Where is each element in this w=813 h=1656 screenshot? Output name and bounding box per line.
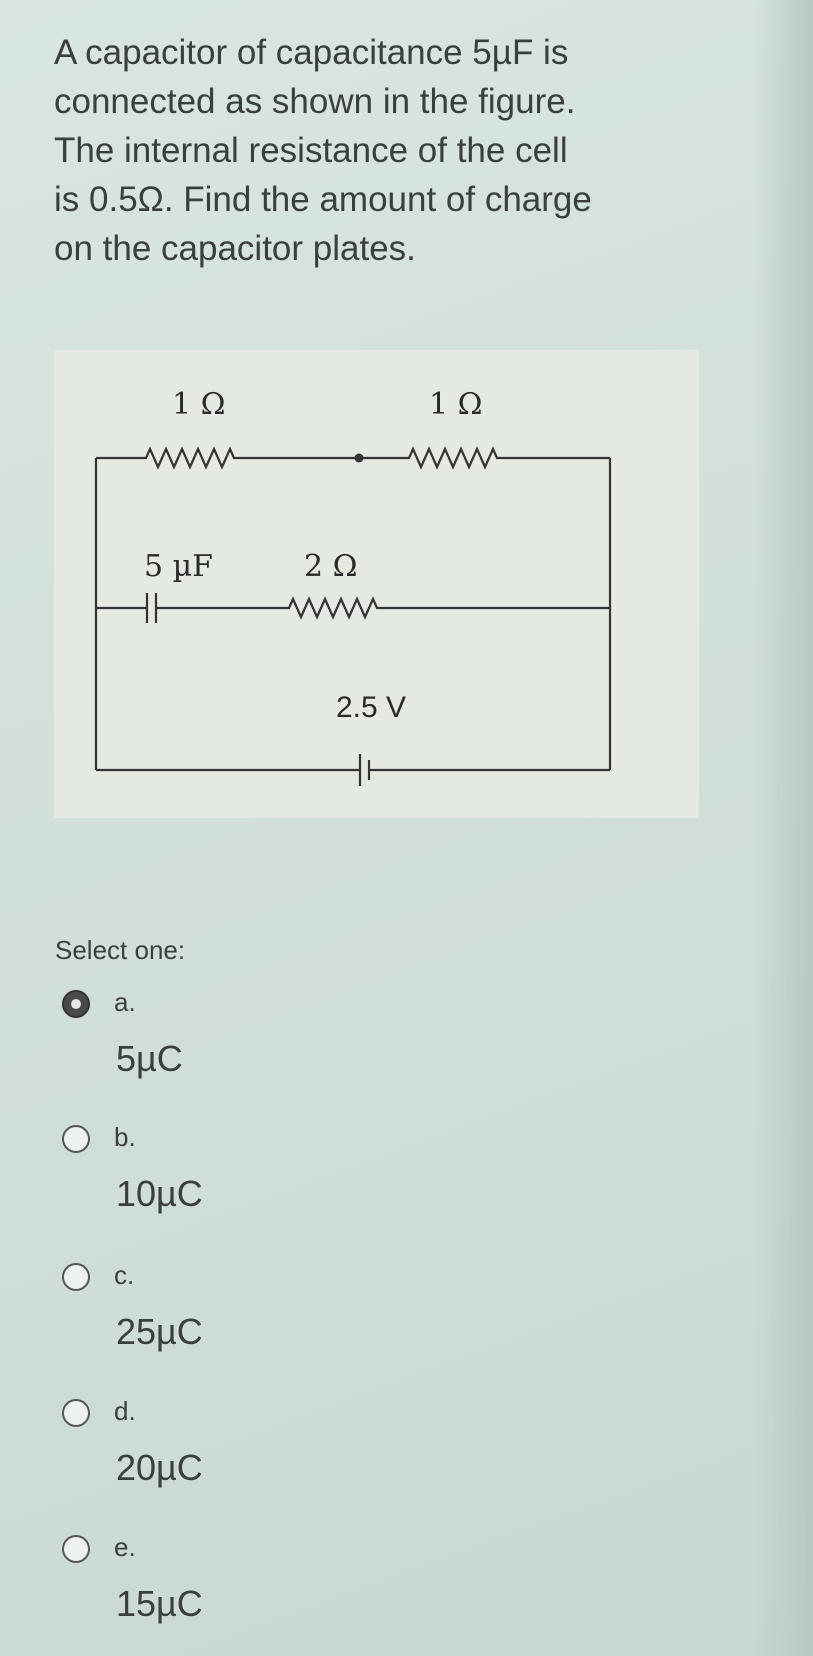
- option-letter: c.: [114, 1260, 135, 1290]
- option-a[interactable]: a. 5µC: [62, 987, 362, 1100]
- option-letter: d.: [114, 1396, 136, 1426]
- question-line: The internal resistance of the cell: [54, 131, 568, 170]
- option-letter: e.: [114, 1532, 136, 1562]
- question-text: A capacitor of capacitance 5µF is connec…: [54, 28, 714, 273]
- radio-a[interactable]: [62, 990, 90, 1018]
- label-r-top-right: 1 Ω: [429, 387, 483, 422]
- cell-plates: [358, 754, 371, 786]
- option-letter: a.: [114, 987, 136, 1017]
- option-answer: 15µC: [116, 1583, 203, 1624]
- option-c[interactable]: c. 25µC: [62, 1260, 362, 1373]
- select-one-label: Select one:: [55, 935, 186, 965]
- label-r-top-left: 1 Ω: [172, 387, 226, 422]
- radio-c[interactable]: [62, 1263, 90, 1291]
- option-answer: 5µC: [116, 1038, 183, 1079]
- option-letter: b.: [114, 1122, 136, 1152]
- label-cell: 2.5 V: [336, 691, 406, 724]
- option-d[interactable]: d. 20µC: [62, 1396, 362, 1509]
- question-line: on the capacitor plates.: [54, 229, 416, 268]
- capacitor-plates: [145, 593, 158, 623]
- option-answer: 20µC: [116, 1447, 203, 1488]
- middle-wire: [96, 596, 610, 620]
- radio-b[interactable]: [62, 1125, 90, 1153]
- option-answer: 10µC: [116, 1173, 203, 1214]
- question-line: A capacitor of capacitance 5µF is: [54, 33, 569, 72]
- question-line: is 0.5Ω. Find the amount of charge: [54, 180, 592, 219]
- question-line: connected as shown in the figure.: [54, 82, 576, 121]
- circuit-figure: 1 Ω 1 Ω 5 µF 2 Ω 2.5 V: [54, 350, 699, 818]
- radio-d[interactable]: [62, 1399, 90, 1427]
- circuit-diagram: 1 Ω 1 Ω 5 µF 2 Ω 2.5 V: [94, 387, 612, 786]
- page-edge-shadow: [753, 0, 813, 1656]
- option-b[interactable]: b. 10µC: [62, 1122, 362, 1235]
- label-capacitor: 5 µF: [144, 549, 213, 584]
- option-e[interactable]: e. 15µC: [62, 1532, 362, 1645]
- top-wire: [96, 446, 610, 470]
- label-r-middle: 2 Ω: [304, 549, 358, 584]
- option-answer: 25µC: [116, 1311, 203, 1352]
- radio-e[interactable]: [62, 1535, 90, 1563]
- junction-dot: [354, 453, 364, 463]
